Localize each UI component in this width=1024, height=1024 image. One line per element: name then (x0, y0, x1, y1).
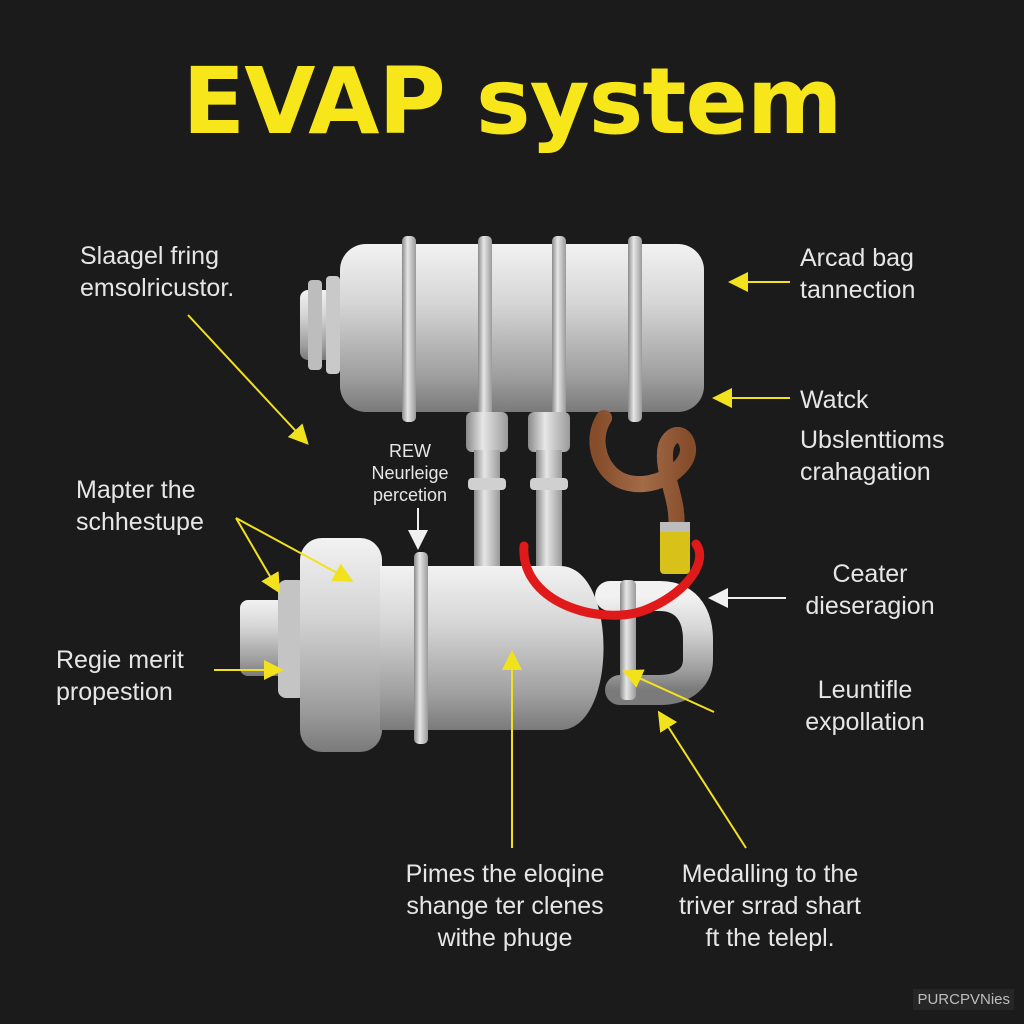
label-bottom-center: Pimes the eloqine shange ter clenes with… (380, 858, 630, 954)
pipe-right (536, 450, 562, 570)
outlet-elbow (595, 581, 713, 705)
watermark: PURCPVNies (913, 989, 1014, 1010)
label-line: schhestupe (76, 508, 204, 536)
label-line: Medalling to the (681, 860, 859, 888)
callout-lines (187, 272, 790, 849)
lower-flange (300, 538, 382, 752)
label-right-ceater: Ceater dieseragion (790, 558, 950, 622)
label-right-mid: Ubslenttioms crahagation (800, 424, 945, 488)
label-line: Arcad bag (800, 244, 914, 272)
label-line: propestion (56, 678, 173, 706)
pipe-left (474, 450, 500, 570)
label-line: Ubslenttioms (800, 426, 945, 454)
label-line: Leuntifle (817, 676, 913, 704)
canister-band (552, 236, 566, 422)
label-center-small: REW Neurleige percetion (340, 440, 480, 506)
callout-arrow (622, 669, 715, 713)
hose-connector (660, 522, 690, 574)
label-line: expollation (805, 708, 925, 736)
label-line: withe phuge (437, 924, 573, 952)
label-bottom-right: Medalling to the triver srrad shart ft t… (660, 858, 880, 954)
label-left-mid: Mapter the schhestupe (76, 474, 204, 538)
label-line: percetion (372, 485, 448, 505)
callout-arrow (657, 710, 747, 849)
lower-end-cap (240, 600, 286, 676)
label-line: Ceater (832, 560, 908, 588)
label-line: Neurleige (371, 463, 449, 483)
label-line: Pimes the eloqine (405, 860, 605, 888)
lower-body (380, 566, 604, 730)
canister-body (340, 244, 704, 412)
label-line: dieseragion (805, 592, 935, 620)
label-line: triver srrad shart (679, 892, 861, 920)
label-line: Slaagel fring (80, 242, 219, 270)
label-line: shange ter clenes (406, 892, 604, 920)
label-line: REW (389, 441, 431, 461)
label-top-right: Arcad bag tannection (800, 242, 915, 306)
label-line: crahagation (800, 458, 931, 486)
label-watck: Watck (800, 386, 869, 414)
upper-canister (300, 236, 704, 422)
canister-band (478, 236, 492, 422)
callout-arrow (235, 517, 354, 582)
red-hose-loop (519, 539, 705, 620)
label-line: tannection (800, 276, 916, 304)
label-line: ft the telepl. (705, 924, 835, 952)
canister-band (628, 236, 642, 422)
connecting-pipes (466, 412, 570, 570)
label-top-left: Slaagel fring emsolricustor. (80, 240, 234, 304)
label-left-low: Regie merit propestion (56, 644, 184, 708)
label-line: Mapter the (76, 476, 196, 504)
label-line: emsolricustor. (80, 274, 235, 302)
callout-arrow (235, 517, 281, 594)
diagram-title: EVAP system (182, 48, 842, 155)
label-right-low: Leuntifle expollation (790, 674, 940, 738)
lower-canister (240, 538, 604, 752)
label-line: Regie merit (56, 646, 184, 674)
canister-band (402, 236, 416, 422)
callout-arrow (187, 314, 309, 445)
